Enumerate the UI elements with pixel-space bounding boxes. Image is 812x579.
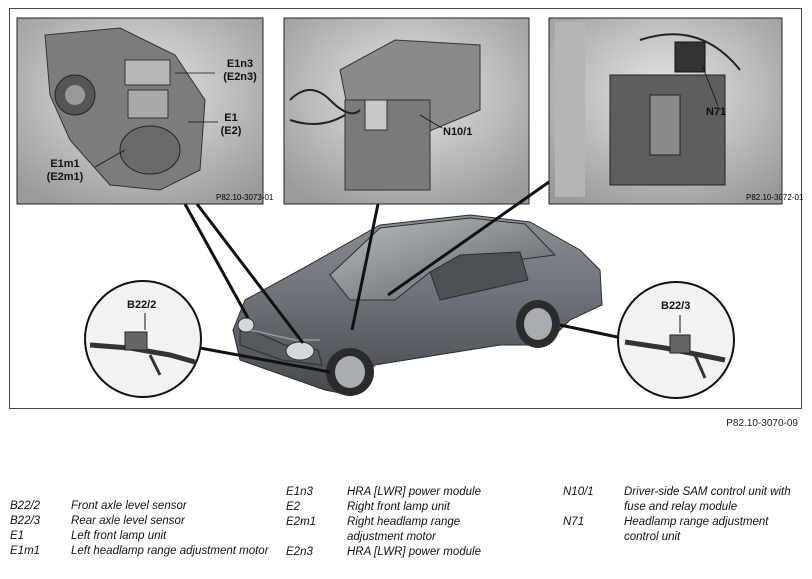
legend-column-1: B22/2 Front axle level sensor B22/3 Rear a… [10,499,272,559]
legend-row: E1n3 HRA [LWR] power module [286,485,506,500]
panel-left: P82.10-3073-01 [16,17,274,205]
legend-row: E2n3 HRA [LWR] power module [286,545,506,560]
legend-column-3: N10/1 Driver-side SAM control unit with f… [563,485,803,545]
legend-row: B22/3 Rear axle level sensor [10,514,272,529]
legend-code: N10/1 [563,486,594,498]
panel-right: P82.10-3072-01 [548,17,804,205]
legend-code: B22/3 [10,515,41,527]
legend-desc: Left front lamp unit [71,530,167,542]
legend-desc: Front axle level sensor [71,500,187,512]
label-e2m1-code: (E2m1) [46,171,84,183]
legend-desc: Rear axle level sensor [71,515,185,527]
legend-desc: Right headlamp range adjustment motor [347,516,461,543]
legend-code: E2n3 [286,546,313,558]
label-e1n3-code: E1n3 [226,58,254,70]
connector-lines [183,180,623,374]
legend-row: E2m1 Right headlamp range adjustment moto… [286,515,506,545]
legend-code: E2 [286,501,301,513]
label-e2-code: (E2) [220,125,242,137]
legend-row: E1 Left front lamp unit [10,529,272,544]
svg-text:P82.10-3073-01: P82.10-3073-01 [216,193,274,202]
legend-row: E1m1 Left headlamp range adjustment motor [10,544,272,559]
label-b22-3: B22/3 [661,300,691,312]
legend-desc: Right front lamp unit [347,501,450,513]
label-e1-code: E1 [224,112,238,124]
legend-desc: HRA [LWR] power module [347,486,481,498]
legend-row: E2 Right front lamp unit [286,500,506,515]
panel-middle [283,17,530,205]
legend-desc: HRA [LWR] power module [347,546,481,558]
legend-code: E1n3 [286,486,313,498]
label-n10-1: N10/1 [443,126,473,138]
legend-row: B22/2 Front axle level sensor [10,499,272,514]
label-b22-2: B22/2 [127,299,157,311]
label-e1n3: E1n3 (E2n3) [220,58,260,84]
legend-code: E1 [10,530,25,542]
label-e2n3-code: (E2n3) [223,71,257,83]
legend-desc: Headlamp range adjustment control unit [624,516,769,543]
label-e1: E1 (E2) [220,112,242,138]
car-illustration [232,214,603,396]
legend-code: E1m1 [10,545,41,557]
label-e1m1: E1m1 (E2m1) [42,158,88,184]
svg-text:P82.10-3072-01: P82.10-3072-01 [746,193,804,202]
legend-desc: Driver-side SAM control unit with fuse a… [624,486,791,513]
figure-reference: P82.10-3070-09 [726,418,798,429]
label-e1m1-code: E1m1 [50,158,80,170]
legend-row: N71 Headlamp range adjustment control uni… [563,515,803,545]
legend-row: N10/1 Driver-side SAM control unit with f… [563,485,803,515]
legend-code: E2m1 [286,516,317,528]
detail-circle-front [84,280,202,398]
legend-code: N71 [563,516,585,528]
leader-lines [94,64,719,168]
legend-desc: Left headlamp range adjustment motor [71,545,269,557]
label-n71: N71 [706,106,727,118]
detail-circle-rear [617,281,735,399]
legend-code: B22/2 [10,500,41,512]
